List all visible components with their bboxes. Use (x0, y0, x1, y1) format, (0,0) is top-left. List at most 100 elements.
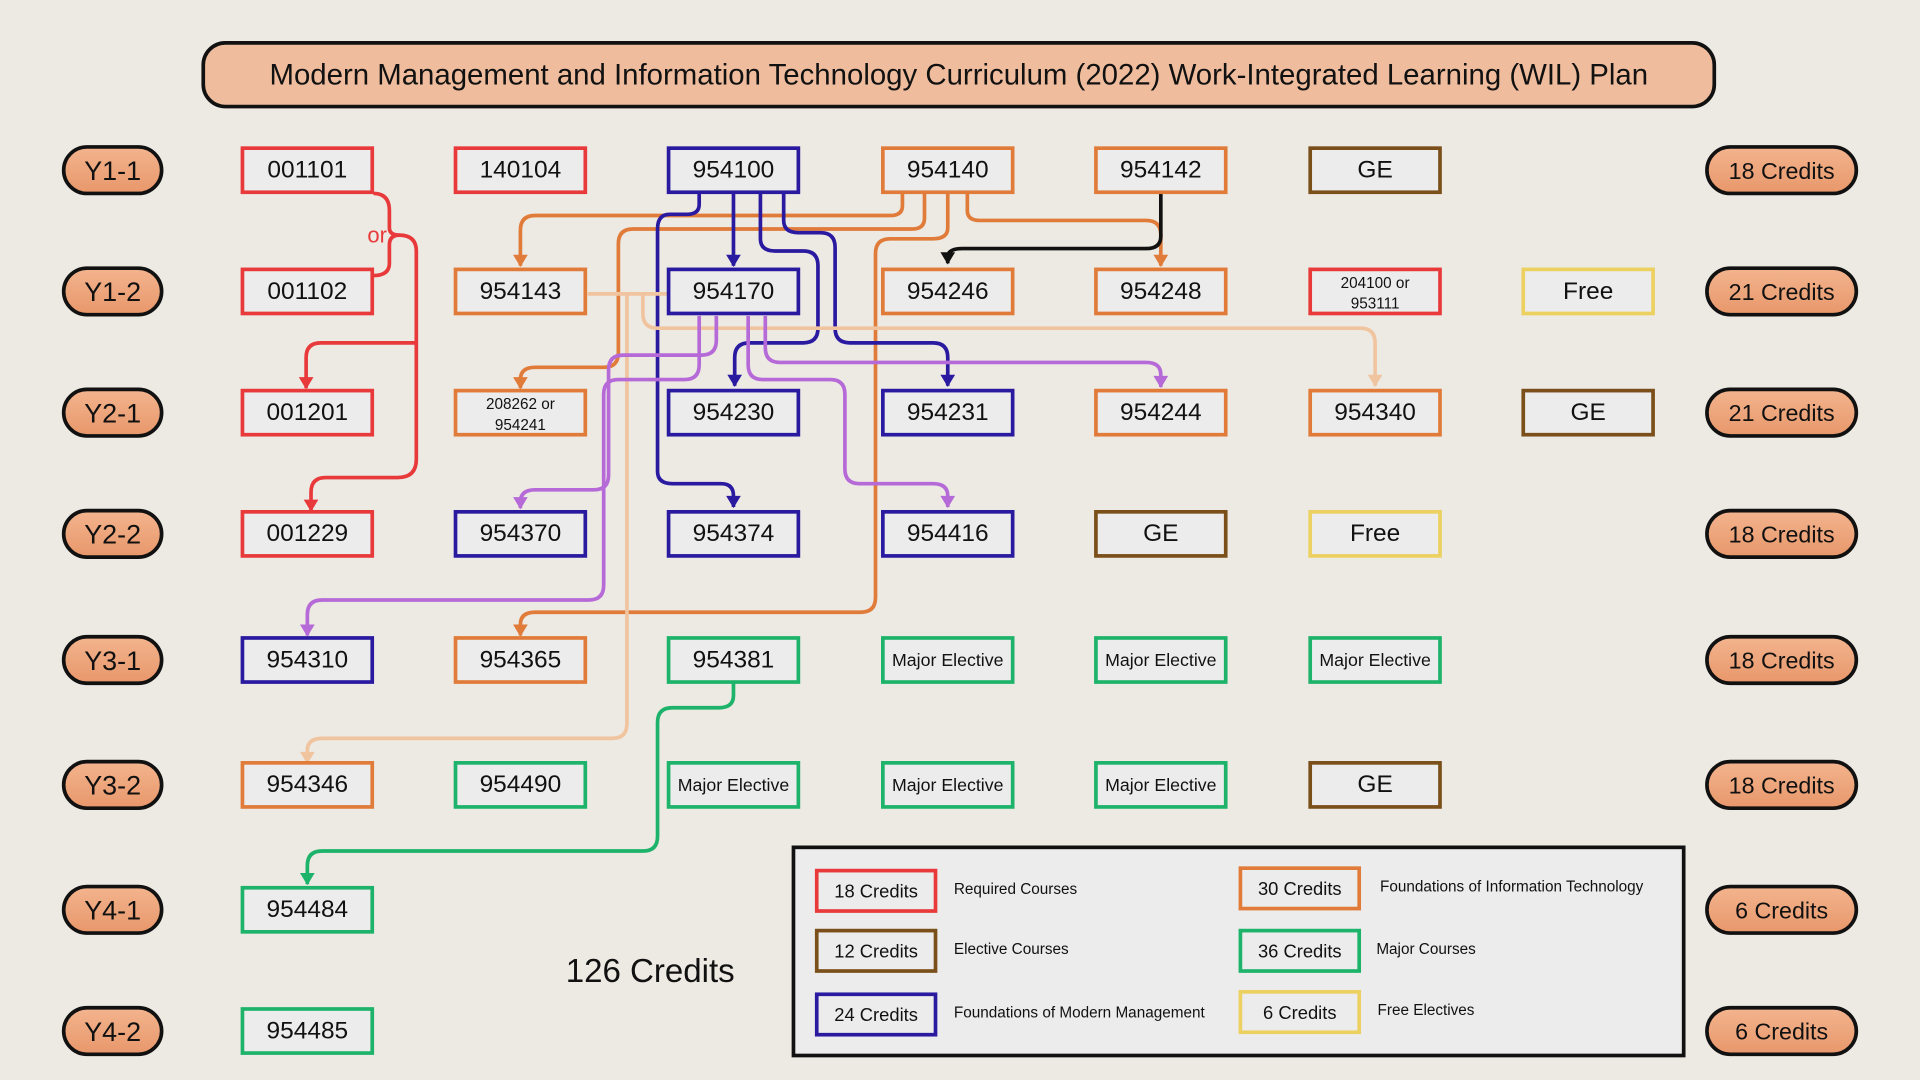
course-box[interactable]: 954142 (1094, 146, 1228, 195)
course-code: 954241 (495, 417, 546, 434)
course-code: Free (1350, 520, 1400, 547)
course-box[interactable]: GE (1308, 761, 1442, 809)
course-code: GE (1357, 771, 1392, 798)
course-box[interactable]: Major Elective (1094, 761, 1228, 809)
course-box[interactable]: 954246 (881, 267, 1015, 316)
course-code: Major Elective (1319, 650, 1431, 670)
term-credits: 18 Credits (1705, 759, 1859, 810)
or-label: or (367, 222, 387, 247)
course-box[interactable]: GE (1094, 510, 1228, 558)
credits-text: 18 Credits (1729, 772, 1835, 798)
course-box[interactable]: Free (1308, 510, 1442, 558)
course-box[interactable]: Major Elective (881, 636, 1015, 684)
course-code: 208262 or (486, 396, 555, 413)
arrowhead-icon (1153, 254, 1169, 267)
course-box[interactable]: 954244 (1094, 388, 1228, 437)
course-code: Major Elective (1105, 775, 1217, 795)
course-box[interactable]: GE (1521, 388, 1655, 437)
course-box[interactable]: 954230 (666, 388, 801, 437)
course-code: 954143 (480, 278, 562, 305)
prerequisite-line (781, 193, 950, 386)
course-box[interactable]: Major Elective (1094, 636, 1228, 684)
course-box[interactable]: 954381 (666, 636, 801, 684)
term-row-y2-1: Y2-1 21 Credits 001201 208262 or 954241 95423… (61, 387, 1859, 438)
course-box[interactable]: 954374 (666, 510, 801, 558)
page-title: Modern Management and Information Techno… (269, 58, 1648, 91)
course-box[interactable]: 954490 (453, 761, 588, 809)
course-box[interactable]: 954365 (453, 636, 588, 684)
term-credits: 18 Credits (1705, 508, 1859, 559)
course-box[interactable]: Free (1521, 267, 1655, 316)
term-credits: 6 Credits (1705, 1005, 1859, 1057)
term-credits: 21 Credits (1705, 266, 1859, 317)
arrowhead-icon (726, 495, 741, 509)
course-box[interactable]: 954340 (1308, 388, 1442, 437)
term-credits: 18 Credits (1705, 145, 1859, 196)
course-box[interactable]: 954484 (240, 885, 375, 934)
credits-text: 18 Credits (1729, 521, 1835, 547)
course-box[interactable]: Major Elective (1308, 636, 1442, 684)
arrowhead-icon (513, 624, 528, 637)
arrowhead-icon (940, 495, 956, 509)
course-code: GE (1570, 399, 1605, 426)
course-box[interactable]: Major Elective (666, 761, 801, 809)
term-text: Y4-1 (84, 896, 141, 926)
course-code: 001201 (267, 399, 349, 426)
course-box[interactable]: 954310 (240, 636, 375, 684)
course-box[interactable]: 001102 (240, 267, 375, 316)
legend-credits: 12 Credits (834, 941, 918, 962)
course-box[interactable]: 954248 (1094, 267, 1228, 316)
course-box[interactable]: 954140 (881, 146, 1015, 195)
term-credits: 21 Credits (1705, 387, 1859, 438)
legend-label: Required Courses (954, 881, 1078, 898)
course-box[interactable]: Major Elective (881, 761, 1015, 809)
course-code: 954100 (693, 157, 775, 184)
course-code: 954244 (1120, 399, 1202, 426)
legend-item-elective: 12 Credits Elective Courses (814, 928, 1069, 973)
course-box[interactable]: 001229 (240, 510, 375, 558)
prerequisite-line (305, 293, 629, 763)
arrowhead-icon (727, 374, 743, 387)
arrowhead-icon (940, 374, 956, 387)
legend-credits: 24 Credits (834, 1004, 918, 1025)
course-box[interactable]: 954485 (240, 1007, 375, 1055)
course-code: 954374 (693, 520, 775, 547)
course-box[interactable]: 954416 (881, 510, 1015, 558)
term-text: Y3-1 (84, 646, 141, 676)
course-box[interactable]: 954100 (666, 146, 801, 195)
course-code: 954230 (693, 399, 775, 426)
course-box[interactable]: GE (1308, 146, 1442, 195)
term-label: Y3-1 (61, 634, 164, 686)
course-box[interactable]: 954170 (666, 267, 801, 316)
course-box[interactable]: 001201 (240, 388, 375, 437)
credits-text: 21 Credits (1729, 400, 1835, 426)
legend-credits: 18 Credits (834, 881, 918, 902)
course-box[interactable]: 954370 (453, 510, 588, 558)
course-code: 954381 (693, 646, 775, 673)
legend-credits: 36 Credits (1258, 941, 1342, 962)
arrowhead-icon (300, 873, 315, 886)
course-box[interactable]: 140104 (453, 146, 588, 195)
course-code: 954246 (907, 278, 989, 305)
course-box[interactable]: 001101 (240, 146, 375, 195)
prerequisite-line (518, 193, 950, 636)
term-text: Y2-1 (84, 398, 141, 428)
prerequisite-line (518, 193, 905, 266)
course-code: 001101 (267, 157, 347, 184)
course-box[interactable]: 208262 or 954241 (453, 388, 588, 437)
course-box[interactable]: 954143 (453, 267, 588, 316)
title-banner: Modern Management and Information Techno… (201, 41, 1717, 109)
course-code: 954365 (480, 646, 562, 673)
course-box[interactable]: 954346 (240, 761, 375, 809)
arrowhead-icon (1153, 375, 1169, 389)
prerequisite-line (763, 315, 1163, 387)
course-code: 954490 (480, 771, 562, 798)
course-code: Major Elective (1105, 650, 1217, 670)
term-credits: 6 Credits (1705, 884, 1859, 935)
legend-label: Elective Courses (954, 941, 1069, 958)
course-box[interactable]: 954231 (881, 388, 1015, 437)
